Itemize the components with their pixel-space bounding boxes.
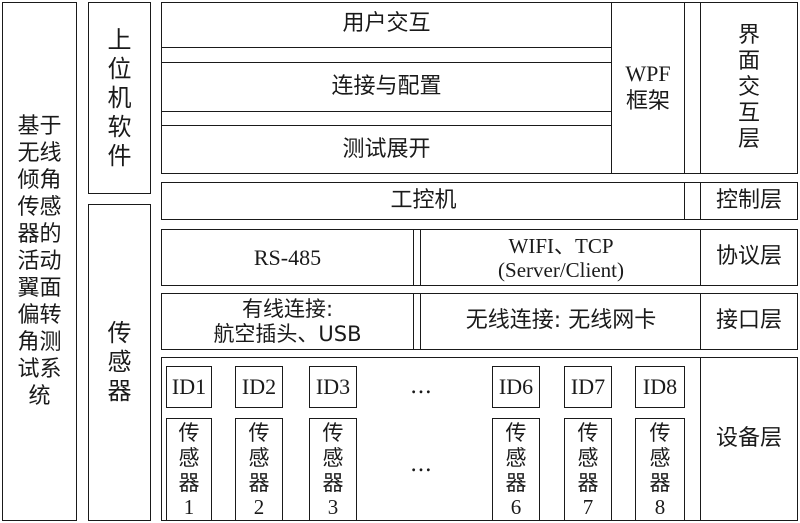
software-row-divider-1 bbox=[161, 47, 612, 48]
wpf-framework-label-line2: 框架 bbox=[625, 89, 670, 114]
device-sensor-3-text: 传感器 3 bbox=[321, 421, 345, 518]
software-row-divider-4 bbox=[161, 125, 612, 126]
device-id-7: ID7 bbox=[564, 366, 612, 408]
ui-layer-spacer-box bbox=[684, 2, 701, 174]
device-sensor-7: 传感器 7 bbox=[564, 418, 612, 521]
industrial-pc-label: 工控机 bbox=[390, 187, 457, 213]
device-sensor-1-text: 传感器 1 bbox=[177, 421, 201, 518]
device-sensor-1: 传感器 1 bbox=[166, 418, 212, 521]
device-sensor-3-number: 3 bbox=[327, 495, 339, 519]
device-sensor-7-text: 传感器 7 bbox=[576, 421, 600, 518]
ui-layer-label-box: 界面交互层 bbox=[700, 2, 798, 174]
protocol-divider-1 bbox=[413, 229, 414, 286]
device-sensor-2: 传感器 2 bbox=[235, 418, 283, 521]
device-id-3: ID3 bbox=[309, 366, 357, 408]
device-sensor-2-number: 2 bbox=[253, 495, 265, 519]
wired-connection-label: 有线连接: 航空插头、USB bbox=[161, 293, 414, 350]
control-layer-label: 控制层 bbox=[715, 187, 782, 213]
device-id-2: ID2 bbox=[235, 366, 283, 408]
interface-layer-label-box: 接口层 bbox=[700, 293, 798, 350]
system-title-box: 基于无线倾角传感器的活动翼面偏转角测试系统 bbox=[2, 2, 77, 521]
rs485-label: RS-485 bbox=[253, 244, 322, 270]
software-row-divider-3 bbox=[161, 111, 612, 112]
protocol-divider-2 bbox=[420, 229, 421, 286]
software-group-label: 上位机软件 bbox=[107, 25, 132, 170]
software-stack-box bbox=[161, 2, 612, 174]
ui-layer-label: 界面交互层 bbox=[737, 23, 760, 152]
device-id-1: ID1 bbox=[166, 366, 212, 408]
wifi-tcp-label-line1: WIFI、TCP bbox=[508, 233, 614, 258]
device-sensor-6-label: 传感器 bbox=[505, 421, 527, 495]
software-row-divider-2 bbox=[161, 62, 612, 63]
wireless-connection-label: 无线连接: 无线网卡 bbox=[465, 308, 657, 334]
protocol-layer-label-box: 协议层 bbox=[700, 229, 798, 286]
interface-layer-label: 接口层 bbox=[715, 308, 782, 334]
sensor-group-label: 传感器 bbox=[107, 319, 132, 405]
wired-connection-label-line1: 有线连接: bbox=[241, 296, 334, 321]
device-layer-label: 设备层 bbox=[715, 425, 782, 451]
protocol-layer-label: 协议层 bbox=[715, 244, 782, 270]
device-sensors-ellipsis: … bbox=[410, 452, 432, 477]
device-sensor-3: 传感器 3 bbox=[309, 418, 357, 521]
device-sensor-8-label: 传感器 bbox=[649, 421, 671, 495]
device-id-3-label: ID3 bbox=[315, 374, 351, 399]
interface-row-box bbox=[161, 293, 701, 350]
device-sensor-8-text: 传感器 8 bbox=[648, 421, 672, 518]
wpf-framework-label-line1: WPF bbox=[625, 61, 671, 86]
device-layer-label-box: 设备层 bbox=[700, 357, 798, 521]
device-id-1-label: ID1 bbox=[171, 374, 207, 399]
interface-divider-2 bbox=[420, 293, 421, 350]
device-sensor-3-label: 传感器 bbox=[322, 421, 344, 495]
device-id-6: ID6 bbox=[492, 366, 540, 408]
device-sensor-6-number: 6 bbox=[510, 495, 522, 519]
device-sensor-7-label: 传感器 bbox=[577, 421, 599, 495]
device-id-8-label: ID8 bbox=[642, 374, 678, 399]
wpf-framework-label: WPF 框架 bbox=[625, 60, 670, 116]
wifi-tcp-label: WIFI、TCP (Server/Client) bbox=[421, 229, 701, 286]
industrial-pc-box: 工控机 bbox=[161, 182, 686, 220]
device-sensor-7-number: 7 bbox=[582, 495, 594, 519]
software-group-box: 上位机软件 bbox=[88, 2, 151, 194]
protocol-row-box bbox=[161, 229, 701, 286]
software-row-connection-config: 连接与配置 bbox=[331, 73, 442, 99]
software-row-test-execution: 测试展开 bbox=[342, 136, 431, 162]
device-sensor-1-number: 1 bbox=[183, 495, 195, 519]
device-sensor-6: 传感器 6 bbox=[492, 418, 540, 521]
device-sensor-8: 传感器 8 bbox=[635, 418, 685, 521]
system-title: 基于无线倾角传感器的活动翼面偏转角测试系统 bbox=[17, 114, 62, 409]
device-id-2-label: ID2 bbox=[241, 374, 277, 399]
device-sensor-8-number: 8 bbox=[654, 495, 666, 519]
device-sensor-2-text: 传感器 2 bbox=[247, 421, 271, 518]
wired-connection-label-line2: 航空插头、USB bbox=[213, 321, 362, 346]
device-id-8: ID8 bbox=[635, 366, 685, 408]
control-layer-spacer-box bbox=[684, 182, 701, 220]
software-row-user-interaction: 用户交互 bbox=[342, 11, 431, 37]
sensor-group-box: 传感器 bbox=[88, 204, 151, 521]
device-sensor-1-label: 传感器 bbox=[178, 421, 200, 495]
device-id-7-label: ID7 bbox=[570, 374, 606, 399]
device-sensor-6-text: 传感器 6 bbox=[504, 421, 528, 518]
device-sensor-2-label: 传感器 bbox=[248, 421, 270, 495]
wpf-framework-box: WPF 框架 bbox=[611, 2, 685, 174]
interface-divider-1 bbox=[413, 293, 414, 350]
device-id-6-label: ID6 bbox=[498, 374, 534, 399]
device-ids-ellipsis: … bbox=[410, 374, 432, 399]
wifi-tcp-label-line2: (Server/Client) bbox=[498, 257, 624, 282]
control-layer-label-box: 控制层 bbox=[700, 182, 798, 220]
